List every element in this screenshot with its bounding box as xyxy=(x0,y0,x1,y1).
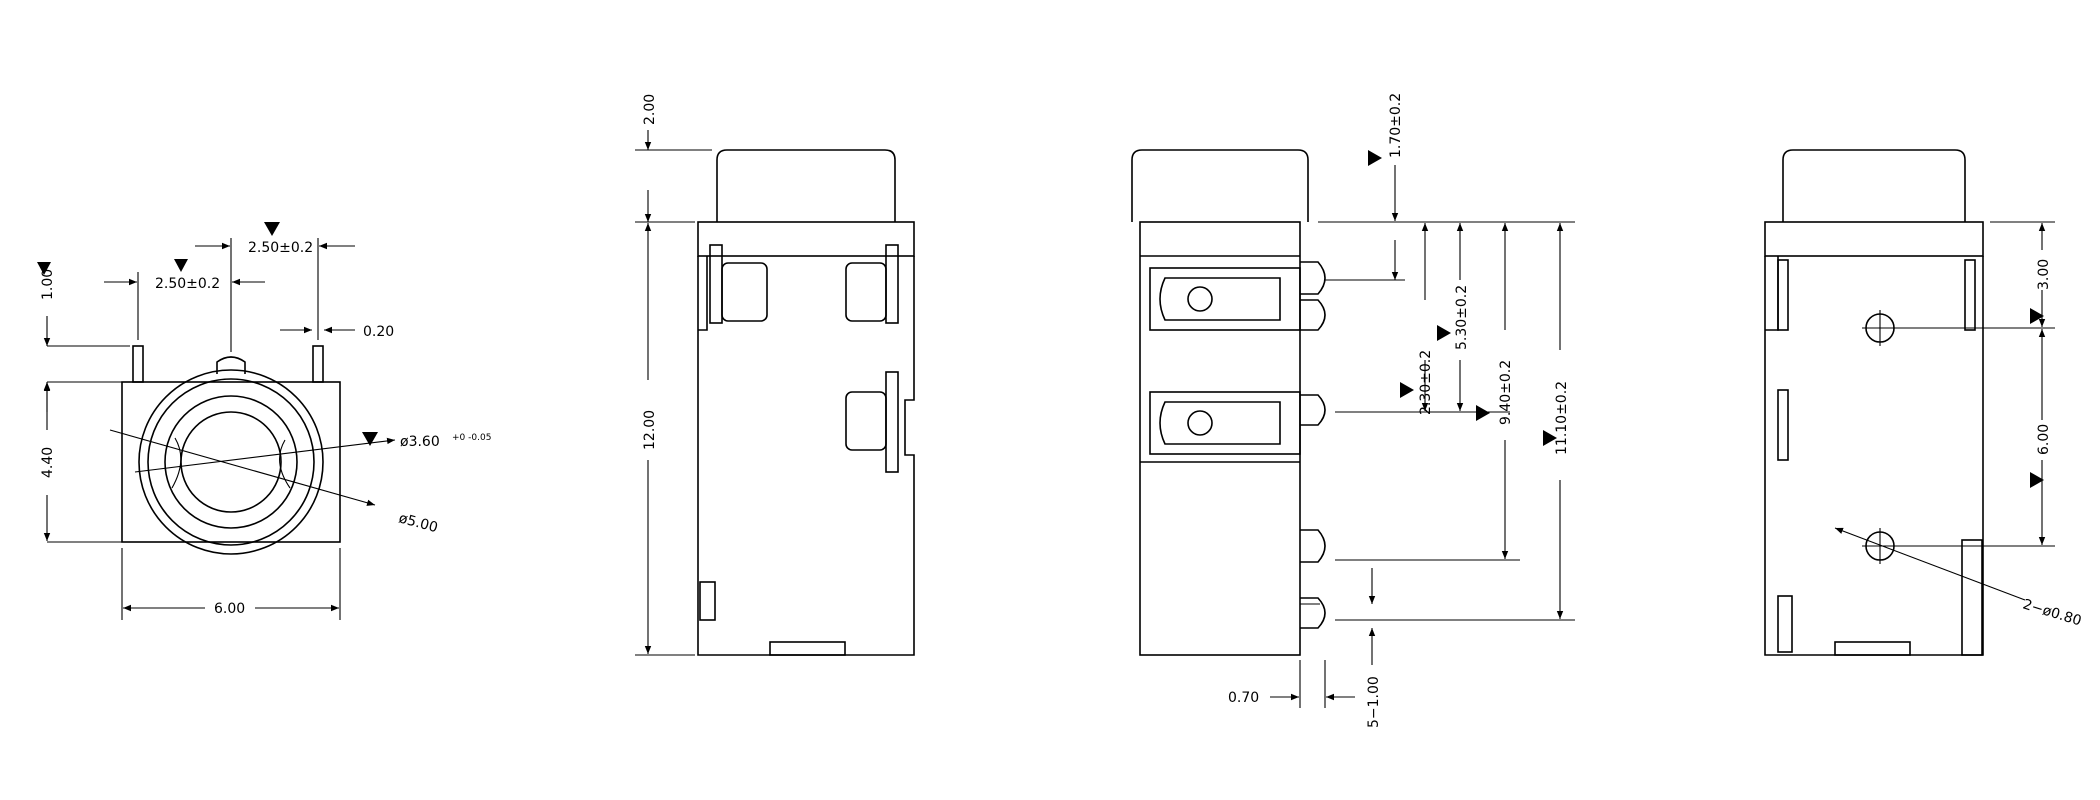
dim-9-40: 9.40±0.2 xyxy=(1498,360,1514,425)
back-flange xyxy=(1764,221,1984,257)
pin-lug-5 xyxy=(1300,597,1326,629)
side-bottom-foot xyxy=(769,641,846,656)
dim-bore-tol: +0 -0.05 xyxy=(452,433,491,443)
back-tab-r1 xyxy=(1964,259,1976,331)
side-cap xyxy=(716,149,896,222)
pin-lug-1 xyxy=(1300,261,1326,295)
dim-3-00: 3.00 xyxy=(2036,259,2052,290)
terminal-2-frame xyxy=(1149,391,1301,455)
side-terminal-2 xyxy=(845,262,887,322)
pin-side-view: 1.70±0.2 2.30±0.2 5.30±0.2 9.40±0.2 11.1… xyxy=(1131,93,1575,728)
dim-11-10: 11.10±0.2 xyxy=(1554,381,1570,455)
terminal-1-frame xyxy=(1149,267,1301,331)
front-leader-5 xyxy=(109,429,376,506)
dim-side-2-00: 2.00 xyxy=(642,94,658,125)
dim-2-30: 2.30±0.2 xyxy=(1418,350,1434,415)
dim-pitch-a: 2.50±0.2 xyxy=(155,276,220,292)
front-bore-ring xyxy=(164,395,298,529)
terminal-2-hole xyxy=(1187,410,1213,436)
back-cap xyxy=(1782,149,1966,222)
back-clip xyxy=(1777,595,1793,653)
front-outer-ring xyxy=(138,369,324,555)
back-tab-l2 xyxy=(1777,389,1789,461)
pin-side-cap xyxy=(1131,149,1309,222)
back-bottom-foot xyxy=(1834,641,1911,656)
side-clip xyxy=(699,581,716,621)
dim-2-holes: 2−ø0.80 xyxy=(2021,597,2083,630)
dim-b-6-00: 6.00 xyxy=(2036,424,2052,455)
dim-1-70: 1.70±0.2 xyxy=(1388,93,1404,158)
back-view: 2−ø0.80 3.00 6.00 xyxy=(1764,149,2083,656)
pin-side-body xyxy=(1139,221,1301,656)
front-top-nub xyxy=(216,356,246,374)
front-view: 1.00 4.40 6.00 2.50±0.2 2.50±0.2 0.20 ø3… xyxy=(37,222,491,620)
back-tab-r2 xyxy=(1961,539,1983,656)
dim-bore-360: ø3.60 xyxy=(400,434,440,450)
front-pin-left xyxy=(132,345,144,383)
dim-6-00: 6.00 xyxy=(214,601,245,617)
side-terminal-1 xyxy=(721,262,768,322)
pin-lug-3 xyxy=(1300,394,1326,426)
dim-4-40: 4.40 xyxy=(40,447,56,478)
dim-dia-5: ø5.00 xyxy=(397,510,440,536)
front-inner-ring xyxy=(180,411,282,513)
front-contact-springs xyxy=(171,437,291,489)
dim-pin-0-20: 0.20 xyxy=(363,324,394,340)
dim-side-12-00: 12.00 xyxy=(642,410,658,450)
terminal-1-hole xyxy=(1187,286,1213,312)
front-leader-360 xyxy=(134,437,396,473)
dim-pitch-b: 2.50±0.2 xyxy=(248,240,313,256)
terminal-2-blade xyxy=(1159,401,1281,445)
dim-5x1: 5−1.00 xyxy=(1366,676,1382,728)
front-body-outline xyxy=(121,381,341,543)
terminal-1-blade xyxy=(1159,277,1281,321)
front-pin-right xyxy=(312,345,324,383)
side-view: 2.00 12.00 xyxy=(635,94,915,656)
front-ring-2 xyxy=(147,378,315,546)
pin-lug-2 xyxy=(1300,299,1326,331)
side-terminal-3 xyxy=(845,391,887,451)
back-tab-l1 xyxy=(1777,259,1789,331)
dim-0-70: 0.70 xyxy=(1228,690,1259,706)
side-tab-3 xyxy=(885,371,899,473)
dim-1-00: 1.00 xyxy=(40,269,56,300)
side-body xyxy=(697,256,915,656)
pin-lug-4 xyxy=(1300,529,1326,563)
dim-5-30: 5.30±0.2 xyxy=(1454,285,1470,350)
side-flange xyxy=(697,221,915,257)
